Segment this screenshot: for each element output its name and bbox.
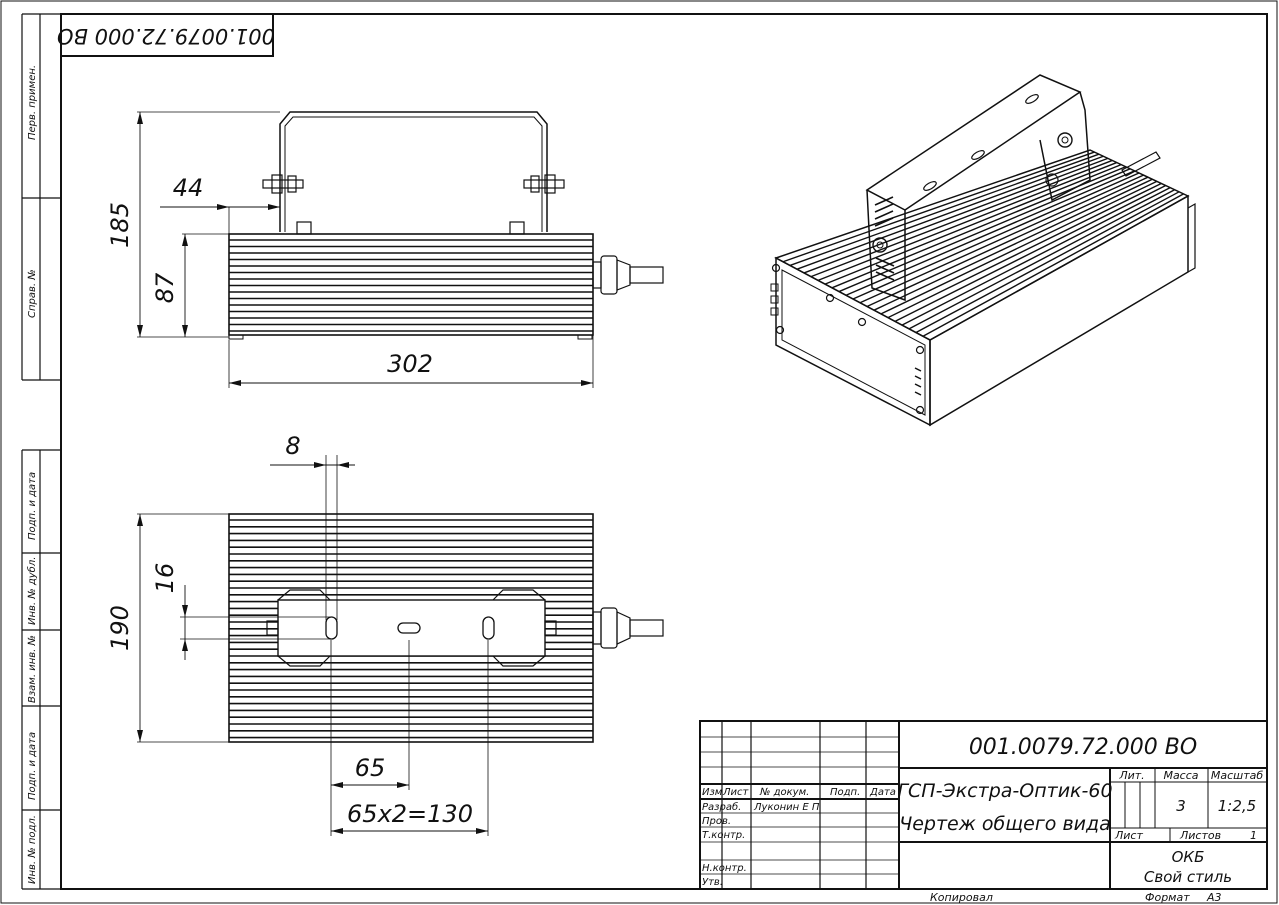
fin-line: [789, 153, 1100, 267]
tb-row-nkontr: Н.контр.: [702, 863, 747, 874]
side-label-inv-dubl: Инв. № дубл.: [26, 557, 38, 625]
fin-line: [908, 189, 1175, 330]
tb-col-date: Дата: [869, 787, 896, 798]
fin-line: [922, 193, 1184, 337]
tb-row-tkontr: Т.контр.: [702, 830, 745, 841]
dim-65x2: 65х2=130: [347, 800, 473, 828]
tb-code: 001.0079.72.000 ВО: [969, 735, 1197, 760]
fin-line: [873, 178, 1153, 311]
fin-line: [817, 161, 1117, 282]
dim-185: 185: [106, 202, 134, 248]
footer-format-value: А3: [1206, 891, 1222, 904]
fin-line: [810, 159, 1113, 278]
side-label-perv: Перв. примен.: [27, 65, 38, 140]
tb-massa: Масса: [1163, 769, 1198, 782]
fin-line: [782, 151, 1095, 263]
tb-masshtab: Масштаб: [1211, 769, 1263, 782]
fin-line: [796, 155, 1104, 270]
fin-line: [880, 180, 1158, 315]
fin-line: [894, 184, 1167, 322]
stamp-code-box: 001.0079.72.000 ВО: [57, 13, 275, 57]
dim-302: 302: [387, 350, 433, 378]
fin-line: [901, 187, 1171, 326]
footer-format-label: Формат: [1145, 891, 1190, 904]
top-view: 8 16 190 65 65х2=130: [106, 432, 664, 836]
side-label-vzam: Взам. инв. №: [27, 635, 38, 703]
dim-16: 16: [151, 563, 179, 594]
tb-org2: Свой стиль: [1144, 868, 1232, 886]
dim-8: 8: [285, 432, 300, 460]
tb-massa-value: 3: [1176, 797, 1186, 815]
tb-name-line2: Чертеж общего вида: [899, 813, 1111, 835]
side-label-podp2: Подп. и дата: [27, 732, 38, 800]
side-label-inv-podl: Инв. № подл.: [27, 815, 38, 884]
dim-190: 190: [106, 605, 134, 651]
fin-line: [845, 170, 1135, 296]
side-label-sprav: Справ. №: [27, 269, 38, 318]
isometric-view: [770, 74, 1196, 427]
fin-line: [887, 182, 1162, 319]
tb-col-list: Лист: [722, 787, 750, 798]
fin-line: [866, 176, 1149, 308]
tb-sheets-value: 1: [1250, 829, 1257, 842]
tb-org1: ОКБ: [1172, 848, 1205, 866]
tb-row-prov: Пров.: [702, 816, 731, 827]
front-view: 44 185 87 302: [106, 111, 664, 388]
tb-col-izm: Изм: [702, 787, 723, 798]
tb-scale-value: 1:2,5: [1218, 797, 1256, 815]
stamp-code: 001.0079.72.000 ВО: [57, 24, 275, 48]
tb-name-line1: ГСП-Экстра-Оптик-60: [897, 780, 1112, 802]
fin-line: [915, 191, 1180, 334]
dim-87: 87: [151, 272, 179, 303]
footer-copied: Копировал: [930, 891, 993, 904]
tb-col-sign: Подп.: [830, 787, 860, 798]
fin-line: [838, 168, 1131, 293]
tb-row-utv: Утв.: [702, 877, 723, 888]
tb-razrab-name: Луконин Е П: [753, 802, 820, 813]
side-strip: Перв. примен. Справ. № Подп. и дата Инв.…: [21, 13, 61, 890]
fin-line: [824, 163, 1122, 285]
fin-line: [852, 172, 1140, 300]
tb-sheet: Лист: [1114, 829, 1143, 842]
dim-65: 65: [355, 754, 386, 782]
tb-col-doc: № докум.: [759, 787, 809, 798]
tb-row-razrab: Разраб.: [702, 801, 741, 813]
dim-44: 44: [173, 174, 204, 202]
tb-sheets: Листов: [1179, 829, 1221, 842]
side-label-podp1: Подп. и дата: [27, 472, 38, 540]
sheet-inner-frame: [60, 13, 1268, 890]
fin-line: [859, 174, 1144, 304]
title-block: 001.0079.72.000 ВО ГСП-Экстра-Оптик-60 Ч…: [699, 720, 1268, 890]
tb-lit: Лит.: [1118, 769, 1144, 782]
